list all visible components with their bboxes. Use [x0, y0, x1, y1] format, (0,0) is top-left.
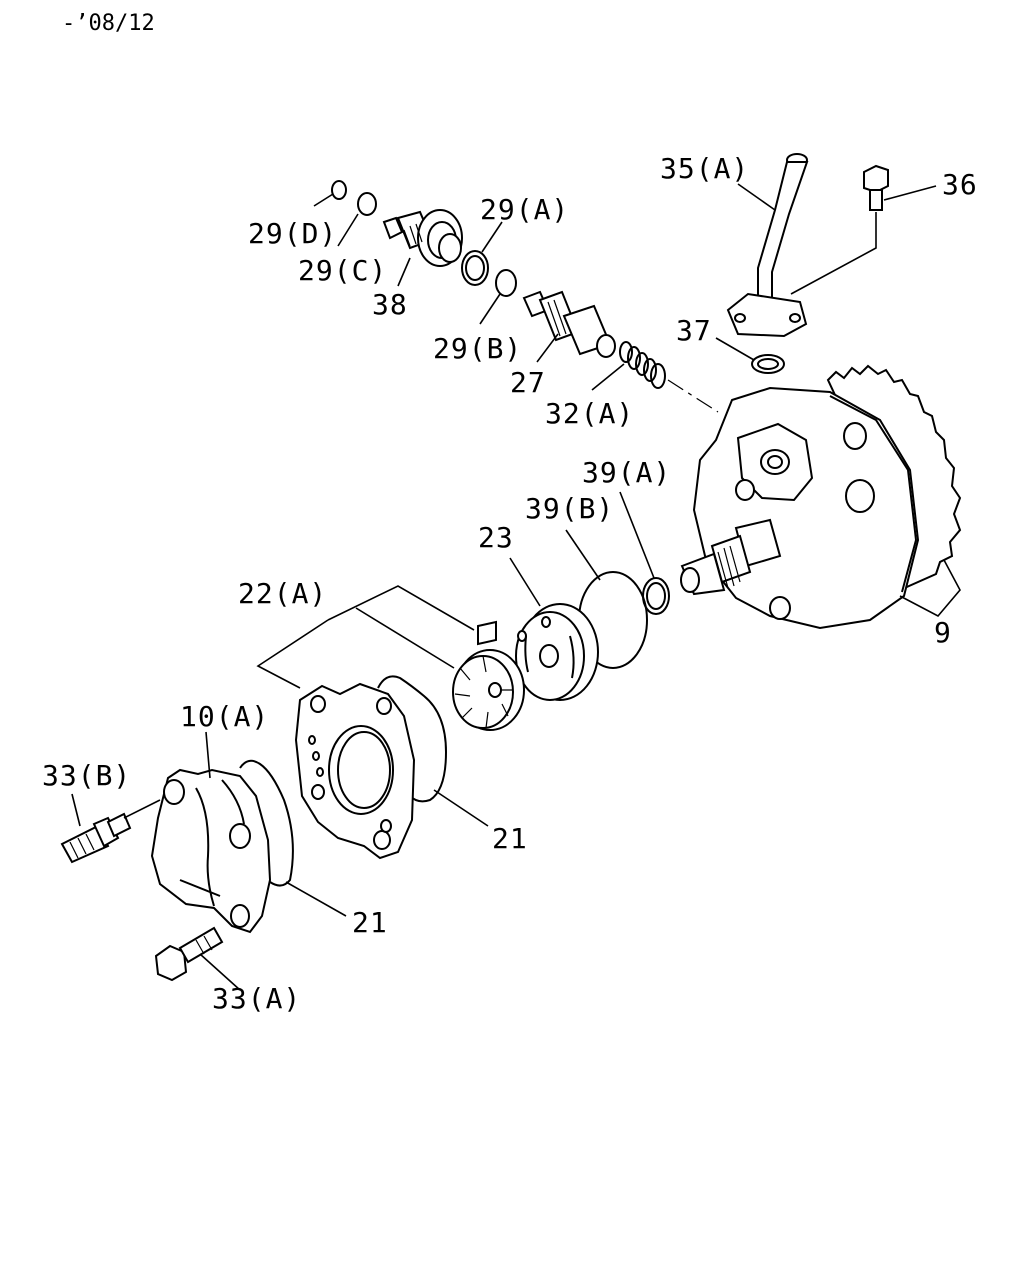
label-29a: 29(A) [480, 193, 569, 226]
label-21-upper: 21 [492, 822, 528, 855]
label-10a: 10(A) [180, 700, 269, 733]
part-29b-ring [495, 269, 517, 297]
label-39b: 39(B) [525, 492, 614, 525]
label-38: 38 [372, 288, 408, 321]
label-33b: 33(B) [42, 759, 131, 792]
label-36: 36 [942, 168, 978, 201]
label-21-lower: 21 [352, 906, 388, 939]
label-32a: 32(A) [545, 397, 634, 430]
label-29b: 29(B) [433, 332, 522, 365]
leader-lines [71, 183, 961, 991]
label-9: 9 [934, 616, 952, 649]
label-29c: 29(C) [298, 254, 387, 287]
part-33b-stud [60, 812, 132, 864]
label-22a: 22(A) [238, 577, 327, 610]
part-36-bolt [863, 164, 889, 211]
part-35a-pipe [726, 153, 809, 338]
part-29d-ring [331, 180, 347, 200]
part-22a-rotor [452, 649, 525, 731]
label-33a: 33(A) [212, 982, 301, 1015]
part-29a-ring [461, 250, 489, 286]
label-39a: 39(A) [582, 456, 671, 489]
part-27-valve [522, 290, 616, 358]
part-38-fitting [382, 209, 463, 267]
centre-line [667, 379, 719, 413]
part-37-gasket [751, 354, 785, 374]
part-10a-cover [150, 759, 294, 934]
part-29c-ring [357, 192, 377, 216]
label-29d: 29(D) [248, 217, 337, 250]
part-32a-spring [619, 341, 666, 389]
diagram-date-code: -’08/12 [62, 11, 155, 36]
label-37: 37 [676, 314, 712, 347]
label-35a: 35(A) [660, 152, 749, 185]
part-23-rotor-housing [515, 603, 599, 701]
part-21-cam-ring [294, 675, 448, 860]
part-9-pump-assembly [680, 364, 962, 630]
label-23: 23 [478, 521, 514, 554]
label-27: 27 [510, 366, 546, 399]
part-33a-bolt [154, 926, 224, 982]
part-22a-vane [477, 620, 497, 646]
